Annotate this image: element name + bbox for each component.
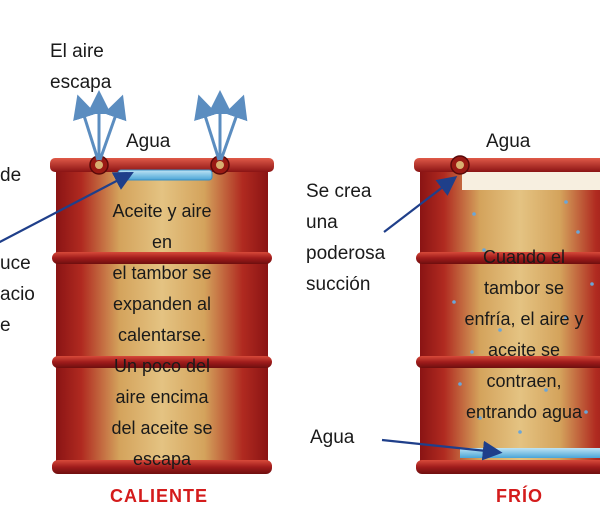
right-drum-rim [414,158,600,172]
bottom-water-pointer-arrow [381,438,503,461]
right-drum-bottom-water [460,448,600,458]
left-drum-water-film [117,169,213,181]
right-drum-description: Cuando el tambor se enfría, el aire y ac… [464,247,584,422]
right-bung-icon [210,155,230,175]
water-droplets [452,200,594,434]
left-drum-ring-2 [52,356,272,368]
air-escape-arrows [73,90,248,161]
right-drum-bung-icon [450,155,470,175]
right-drum-ring-2 [416,356,600,368]
suction-label: Se crea una poderosa succión [306,181,386,295]
left-cut-label-1: de [0,165,22,186]
right-drum-ring-1 [416,252,600,264]
left-drum-ring-1 [52,252,272,264]
left-drum-description: Aceite y aire en el tambor se expanden a… [111,201,213,469]
hot-caption: CALIENTE [110,486,208,506]
suction-pointer-arrow [383,175,458,233]
cold-caption: FRÍO [496,486,543,506]
left-water-label: Agua [126,131,171,152]
right-drum-ring-3 [416,460,600,474]
right-water-top-label: Agua [486,131,531,152]
right-drum [381,155,600,474]
left-water-pointer-arrow [0,171,134,244]
right-drum-air-gap [462,172,600,190]
left-cut-label-3: acio [0,284,35,305]
left-cut-label-2: uce [0,253,31,274]
left-drum-ring-3 [52,460,272,474]
air-escapes-label: El aire escapa [50,41,112,93]
left-drum [0,90,274,474]
right-water-bottom-label: Agua [310,427,355,448]
left-cut-label-4: e [0,315,11,336]
